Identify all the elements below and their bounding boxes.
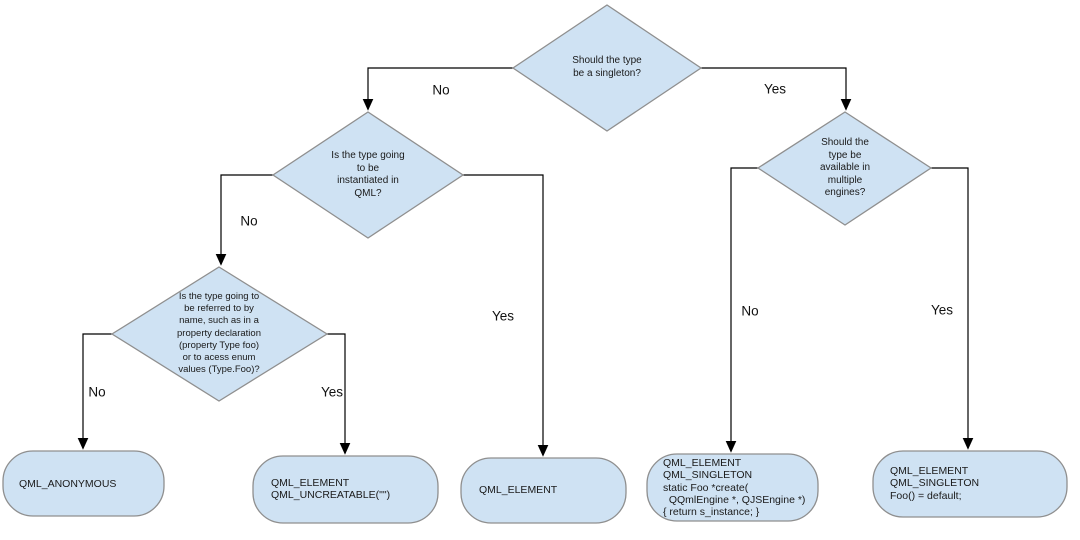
edge-label-instantiated-yes: Yes (491, 308, 515, 324)
edge-engines-no (725, 167, 758, 453)
terminal-anonymous-label: QML_ANONYMOUS (19, 478, 117, 490)
terminal-anonymous (2, 450, 165, 517)
decision-singleton (511, 4, 703, 132)
edge-instantiated-no (215, 174, 273, 266)
terminal-element (460, 457, 627, 524)
edge-referred-yes (327, 333, 351, 455)
decision-multiple-engines-label: Should the type be available in multiple… (819, 137, 871, 198)
edge-label-referred-yes: Yes (320, 384, 344, 400)
decision-referred-by-name (110, 266, 329, 402)
terminal-singleton-create (646, 453, 819, 522)
terminal-singleton-default (872, 450, 1068, 518)
edge-instantiated-yes (463, 174, 549, 457)
decision-instantiated-in-qml-label: Is the type going to be instantiated in … (331, 150, 405, 199)
edge-referred-no (77, 333, 112, 450)
edge-label-engines-no: No (741, 303, 759, 319)
edge-label-singleton-no: No (432, 82, 450, 98)
edge-label-instantiated-no: No (240, 213, 258, 229)
edge-singleton-yes (701, 67, 852, 111)
terminal-uncreatable (252, 455, 439, 524)
decision-singleton-label: Should the type be a singleton? (572, 55, 642, 79)
edge-label-singleton-yes: Yes (763, 81, 787, 97)
edge-engines-yes (931, 167, 974, 450)
decision-referred-by-name-label: Is the type going to be referred to by n… (177, 291, 261, 376)
edge-label-referred-no: No (88, 384, 106, 400)
edge-singleton-no (362, 67, 513, 111)
decision-multiple-engines (756, 111, 933, 226)
terminal-element-label: QML_ELEMENT (479, 484, 558, 496)
terminal-singleton-default-label: QML_ELEMENT QML_SINGLETON Foo() = defaul… (890, 465, 980, 502)
decision-instantiated-in-qml (271, 111, 465, 239)
terminal-singleton-create-label: QML_ELEMENT QML_SINGLETON static Foo *cr… (663, 457, 806, 519)
edge-label-engines-yes: Yes (930, 302, 954, 318)
terminal-uncreatable-label: QML_ELEMENT QML_UNCREATABLE("") (271, 477, 391, 502)
